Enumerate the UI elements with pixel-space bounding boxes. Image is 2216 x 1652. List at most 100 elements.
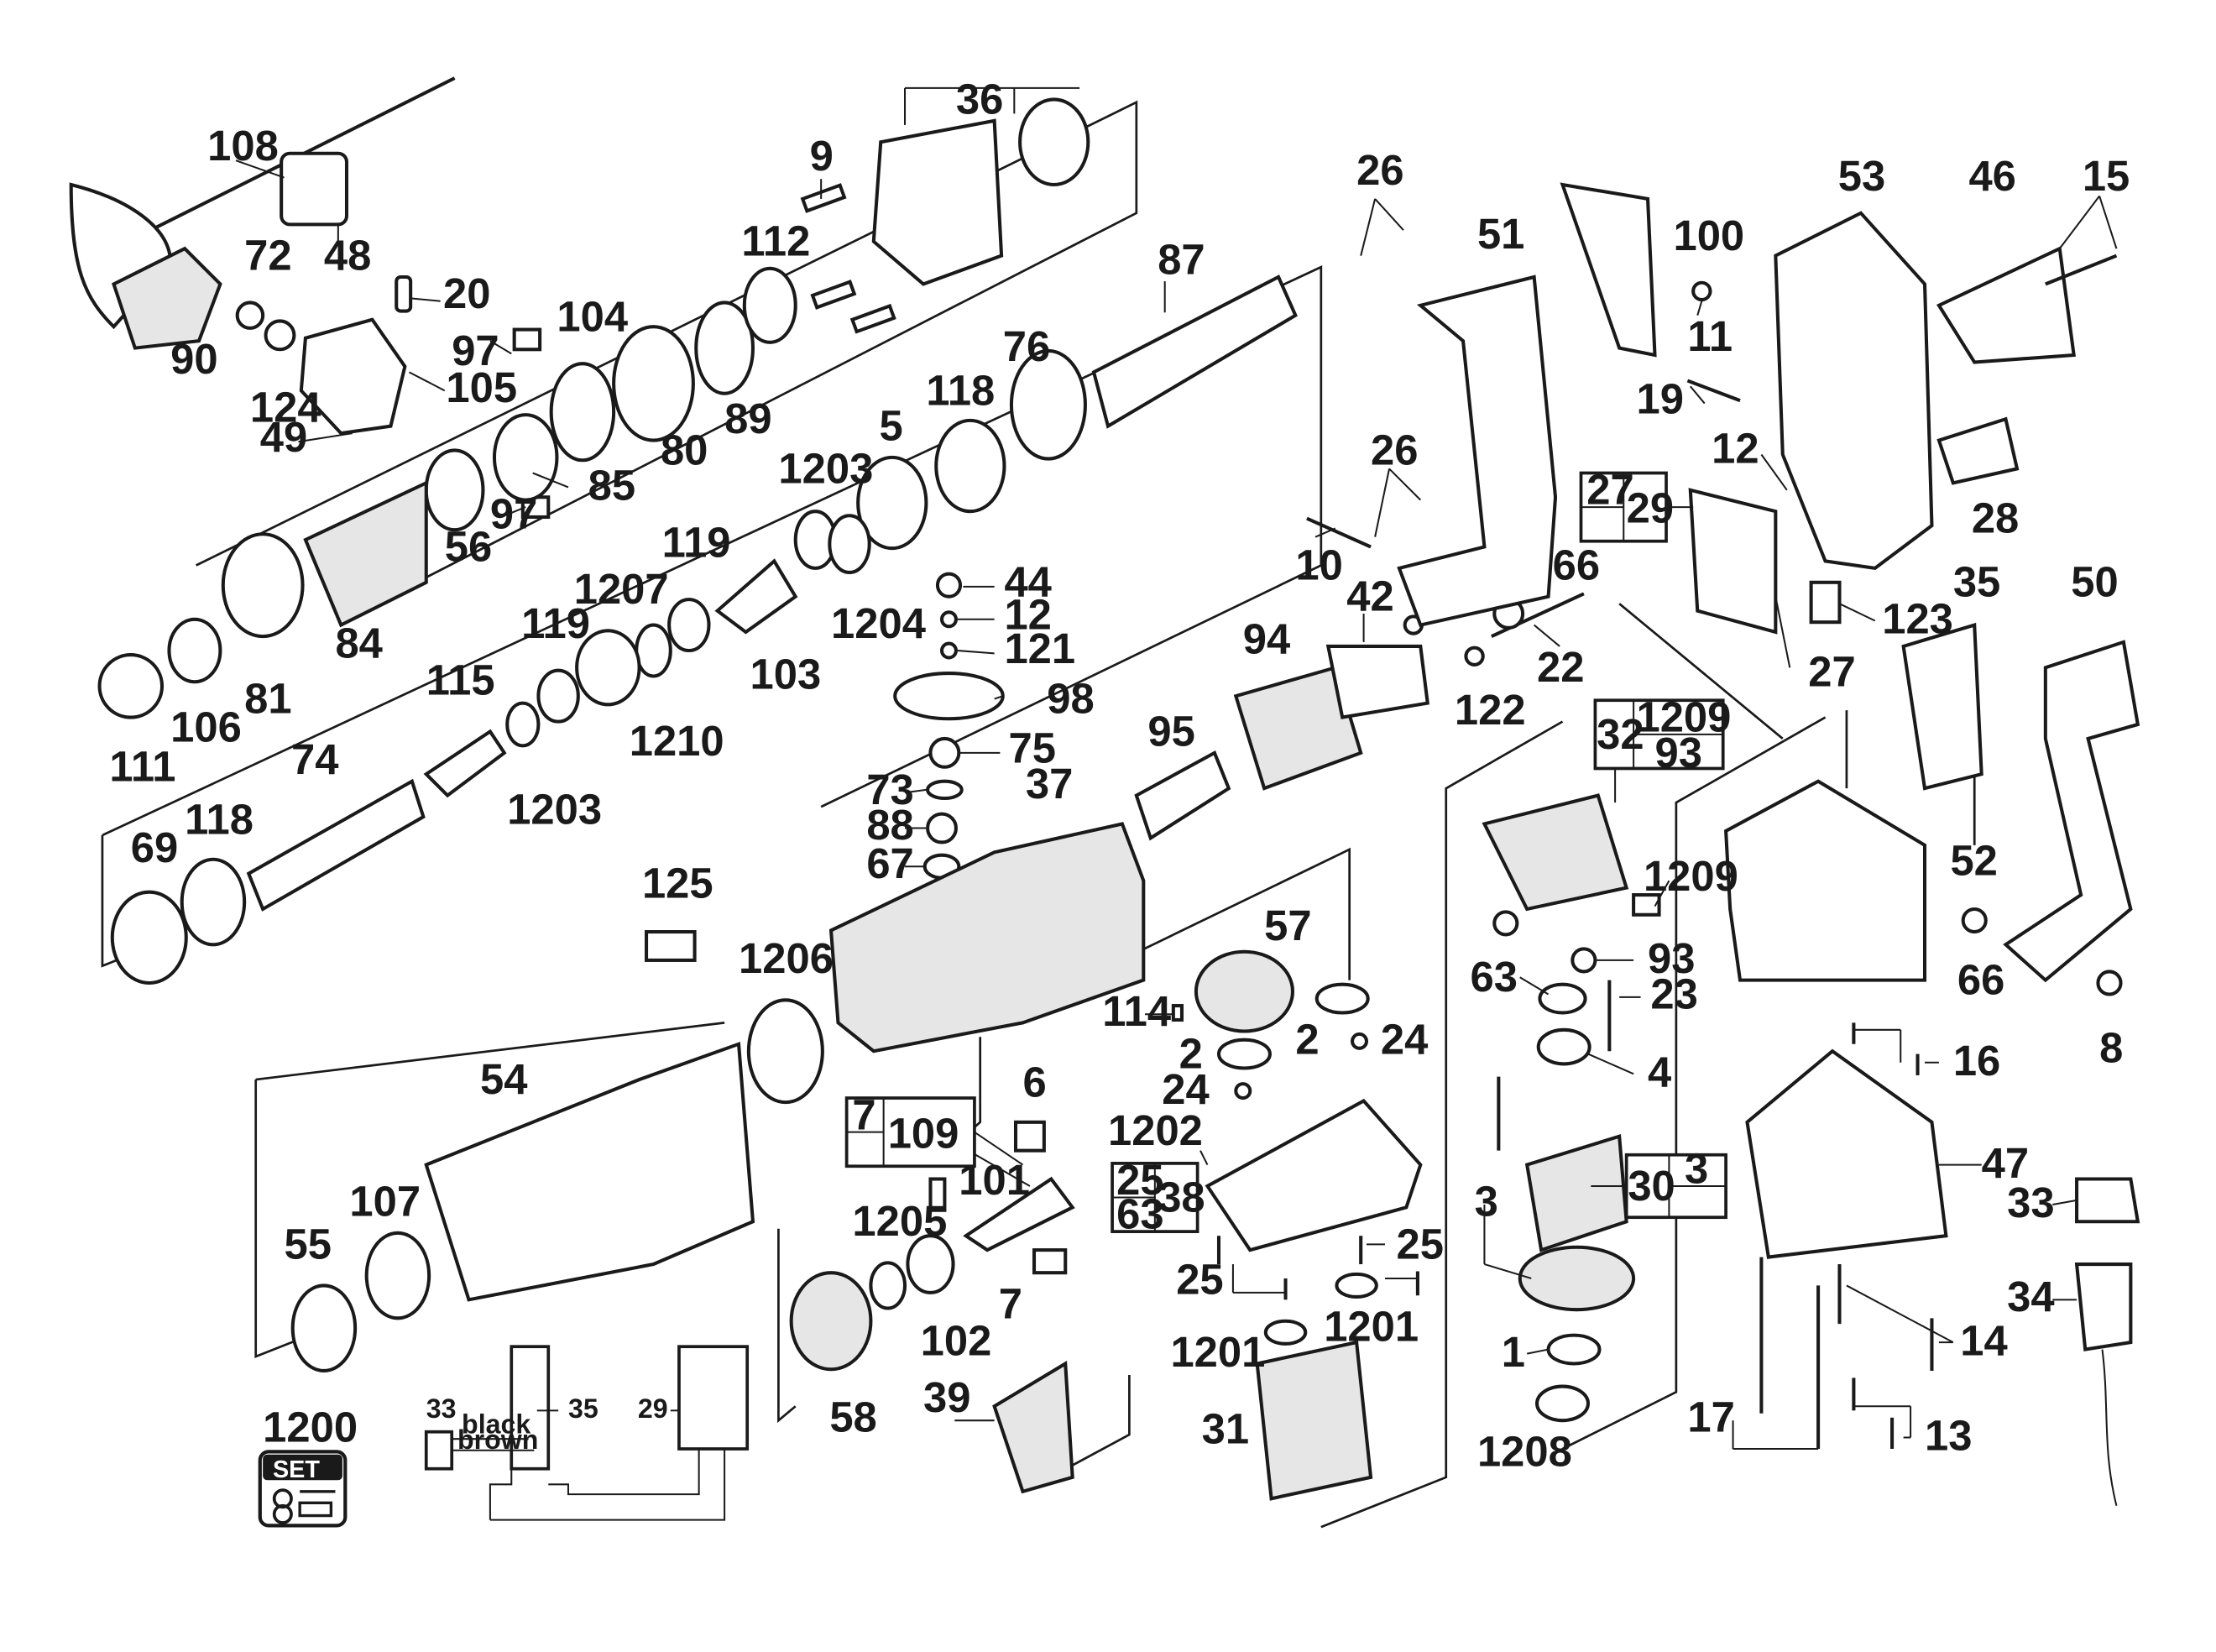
svg-text:29: 29 (1627, 484, 1674, 532)
label-104: 104 (557, 292, 628, 340)
label-63: 63 (1471, 953, 1518, 1001)
part-109-rod (963, 1176, 1075, 1252)
label-37: 37 (1026, 760, 1073, 808)
label-58: 58 (829, 1393, 876, 1441)
part-106 (167, 617, 222, 684)
part-111 (97, 653, 165, 719)
part-6 (1013, 1120, 1046, 1153)
label-1205: 1205 (852, 1197, 947, 1245)
part-125 (645, 930, 697, 962)
part-102 (906, 1234, 955, 1294)
label-1209: 1209 (1644, 852, 1738, 900)
label-93: 93 (1648, 934, 1695, 982)
part-4 (1536, 1027, 1591, 1066)
part-1210 (635, 623, 672, 678)
svg-text:3: 3 (1685, 1145, 1708, 1193)
svg-text:30: 30 (1628, 1162, 1675, 1210)
label-100: 100 (1673, 212, 1744, 259)
part-37-gear-housing (828, 822, 1146, 1053)
label-102: 102 (921, 1316, 992, 1364)
part-1 (1546, 1333, 1602, 1366)
label-52: 52 (1950, 836, 1997, 884)
callout-box-27-29: 27 29 (1579, 466, 1694, 543)
part-46 (1936, 246, 2076, 364)
part-47 (1745, 1048, 1948, 1259)
callout-box-7-109: 7 109 (844, 1090, 1024, 1168)
label-17: 17 (1687, 1393, 1734, 1441)
part-72 (235, 301, 265, 330)
part-123 (1809, 580, 1842, 625)
label-67: 67 (866, 839, 913, 887)
parts (69, 76, 2140, 1506)
label-39: 39 (923, 1373, 970, 1421)
label-50: 50 (2071, 558, 2118, 606)
part-57-gear (1194, 949, 1295, 1033)
label-69: 69 (131, 823, 178, 871)
part-80 (612, 325, 695, 442)
label-7: 7 (999, 1279, 1022, 1327)
label-87: 87 (1158, 236, 1205, 284)
svg-text:27: 27 (1586, 466, 1633, 514)
part-118b (180, 857, 247, 947)
part-9-screw (800, 183, 847, 213)
part-51-handle (1397, 274, 1558, 627)
label-106: 106 (170, 703, 242, 750)
label-111: 111 (109, 743, 175, 791)
part-24b (1234, 1082, 1252, 1100)
label-98: 98 (1047, 674, 1094, 722)
label-5: 5 (880, 402, 903, 450)
label-73: 73 (866, 766, 913, 813)
label-122: 122 (1455, 686, 1526, 734)
part-3-fan (1518, 1245, 1636, 1312)
label-1210: 1210 (630, 717, 724, 765)
label-107: 107 (349, 1178, 421, 1226)
label-72: 72 (244, 232, 291, 280)
callout-box-32-1209-93: 32 1209 93 (1593, 693, 1731, 803)
label-119b: 119 (521, 599, 590, 647)
label-14: 14 (1960, 1316, 2007, 1364)
part-88 (926, 812, 958, 844)
label-53: 53 (1838, 152, 1885, 200)
label-103: 103 (750, 651, 822, 698)
label-1207: 1207 (574, 565, 669, 613)
label-10: 10 (1295, 541, 1342, 588)
wiring-label-29: 29 (638, 1393, 668, 1424)
part-50 (2003, 640, 2140, 983)
part-33 (2075, 1177, 2140, 1224)
label-1208: 1208 (1477, 1427, 1572, 1475)
part-87 (1091, 274, 1298, 429)
part-104 (549, 362, 616, 463)
svg-text:32: 32 (1597, 710, 1644, 758)
part-53-housing (1774, 211, 1934, 570)
wiring-schematic: 33 35 29 black brown (424, 1345, 750, 1521)
label-1204: 1204 (831, 599, 926, 647)
label-1202: 1202 (1108, 1106, 1203, 1154)
part-1206 (746, 998, 824, 1105)
label-47: 47 (1982, 1139, 2029, 1187)
part-3-armature (1524, 1134, 1628, 1252)
svg-text:93: 93 (1654, 729, 1701, 776)
part-1204 (828, 514, 871, 574)
label-55: 55 (285, 1220, 332, 1268)
label-75: 75 (1009, 724, 1056, 772)
label-4: 4 (1648, 1048, 1671, 1096)
label-26a: 26 (1356, 146, 1403, 194)
set-badge-text: SET (273, 1456, 320, 1483)
svg-text:38: 38 (1158, 1173, 1205, 1221)
part-8 (2096, 970, 2123, 996)
svg-text:1209: 1209 (1636, 693, 1731, 740)
wiring-label-33: 33 (426, 1393, 457, 1424)
label-90: 90 (170, 335, 217, 383)
label-23: 23 (1650, 970, 1697, 1017)
label-118a: 118 (926, 366, 995, 414)
part-75 (928, 736, 961, 769)
label-1200: 1200 (263, 1404, 358, 1451)
part-24a (1351, 1032, 1369, 1050)
part-11 (1691, 280, 1712, 302)
callout-box-25-63-38: 25 63 38 (1111, 1156, 1205, 1238)
part-1205 (869, 1261, 907, 1310)
label-46: 46 (1968, 152, 2015, 200)
label-112: 112 (741, 217, 810, 265)
label-66b: 66 (1957, 956, 2004, 1004)
part-35 (1901, 622, 1983, 791)
